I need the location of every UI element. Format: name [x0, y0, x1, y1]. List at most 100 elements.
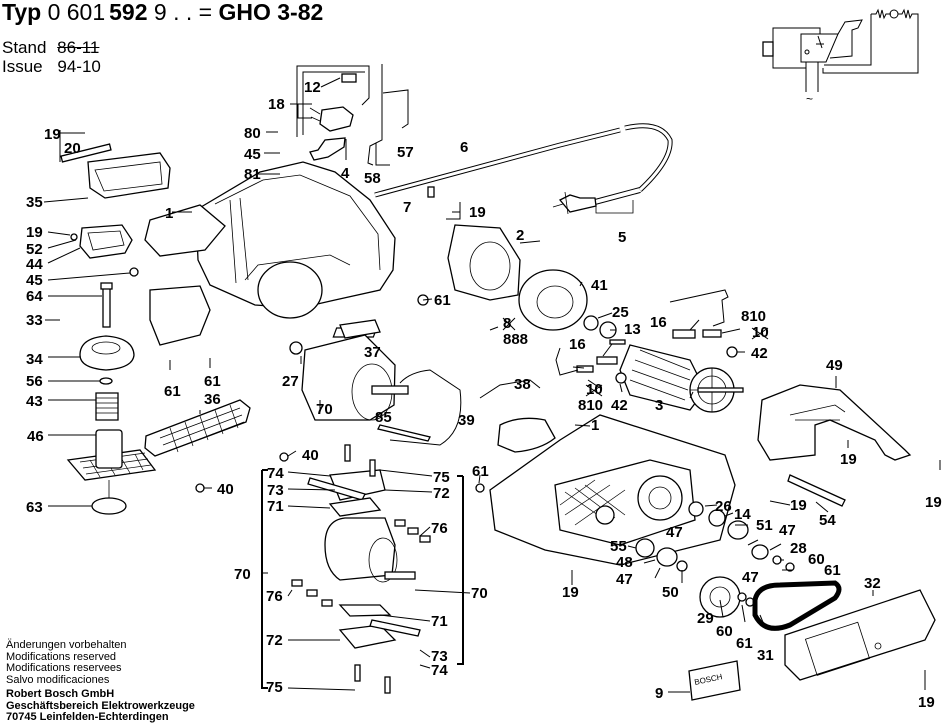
label-71: 71	[431, 613, 448, 630]
bearing-55	[635, 538, 655, 558]
brush-holder-16b	[596, 356, 618, 365]
label-44: 44	[26, 256, 43, 273]
foot-63	[91, 497, 127, 515]
clamp-71b	[338, 604, 392, 617]
spring-43	[95, 392, 119, 421]
depth-adjuster-body	[149, 285, 211, 346]
belt-31	[752, 580, 842, 631]
label-47: 47	[779, 522, 796, 539]
motor-parts	[332, 224, 617, 339]
set-screw-76b	[291, 579, 303, 587]
label-810: 810	[578, 397, 603, 414]
blade-74b	[369, 619, 421, 637]
plate-51	[727, 520, 749, 540]
label-47: 47	[616, 571, 633, 588]
screw-64	[102, 286, 111, 328]
handle-knob	[144, 204, 226, 257]
handle-parts	[60, 143, 171, 277]
label-74: 74	[267, 465, 284, 482]
side-handle-49	[757, 384, 912, 507]
screw-75a	[344, 444, 351, 462]
clamp-71a	[328, 497, 382, 517]
label-75-top: 75	[433, 469, 450, 486]
note-de: Änderungen vorbehalten	[6, 639, 127, 651]
label-61: 61	[434, 292, 451, 309]
label-36: 36	[204, 391, 221, 408]
label-63: 63	[26, 499, 43, 516]
stand-label: Stand	[2, 38, 47, 57]
label-16: 16	[569, 336, 586, 353]
cutter-drum-upper	[289, 334, 462, 446]
belt-and-cover: BOSCH	[688, 580, 936, 701]
note-es: Salvo modificaciones	[6, 674, 110, 687]
part-labels-extra: 75 72	[433, 469, 450, 502]
capacitor-12	[341, 73, 357, 83]
label-47: 47	[742, 569, 759, 586]
company-division: Geschäftsbereich Elektrowerkzeuge	[6, 699, 195, 712]
label-52: 52	[26, 241, 43, 258]
label-7: 7	[403, 199, 411, 216]
stand-value: 86-11	[57, 38, 100, 57]
label-81: 81	[244, 166, 261, 183]
part-number-suffix: 9 . . =	[153, 0, 213, 25]
screw-75b	[369, 459, 376, 477]
company-address: 70745 Leinfelden-Echterdingen	[6, 711, 169, 724]
label-2: 2	[516, 227, 524, 244]
label-42: 42	[751, 345, 768, 362]
label-28: 28	[790, 540, 807, 557]
label-35: 35	[26, 194, 43, 211]
hex-key-54	[787, 474, 846, 507]
label-75: 75	[266, 679, 283, 696]
wiring-schematic: ~	[762, 8, 919, 106]
main-housing-lower	[475, 414, 736, 566]
rail-85	[377, 424, 431, 442]
label-38: 38	[514, 376, 531, 393]
label-76: 76	[266, 588, 283, 605]
label-19: 19	[840, 451, 857, 468]
depth-adjustment	[66, 282, 157, 515]
wire-38	[479, 379, 541, 399]
label-61: 61	[204, 373, 221, 390]
blade-holder-72b	[338, 624, 397, 649]
note-en: Modifications reserved	[6, 650, 117, 663]
label-13: 13	[624, 321, 641, 338]
bearing-14	[708, 509, 726, 527]
part-number-prefix: 0 601	[47, 0, 106, 25]
issue-row: Issue 94-10	[2, 57, 101, 76]
brush-10b	[576, 365, 594, 373]
label-27: 27	[282, 373, 299, 390]
chip-guard-39	[389, 369, 462, 446]
label-70: 70	[471, 585, 488, 602]
cutter-block-detail	[195, 444, 464, 694]
spring-42b	[615, 372, 627, 384]
drum-70	[301, 334, 396, 421]
spring-42a	[726, 346, 738, 358]
label-64: 64	[26, 288, 43, 305]
label-73: 73	[267, 482, 284, 499]
label-76: 76	[431, 520, 448, 537]
sole-plate-36	[144, 399, 251, 457]
nut-61e	[785, 562, 795, 572]
label-19: 19	[925, 494, 942, 511]
label-70: 70	[234, 566, 251, 583]
label-43: 43	[26, 393, 43, 410]
stand-row: Stand 86-11	[2, 38, 99, 57]
set-screw-76a	[394, 519, 406, 527]
strike-10a	[751, 327, 769, 340]
label-19: 19	[26, 224, 43, 241]
label-3: 3	[655, 397, 663, 414]
pulley-28	[751, 544, 769, 560]
ac-symbol: ~	[806, 92, 813, 106]
label-18: 18	[268, 96, 285, 113]
label-50: 50	[662, 584, 679, 601]
label-42: 42	[611, 397, 628, 414]
label-4: 4	[341, 165, 350, 182]
ring-26	[688, 501, 704, 517]
label-19: 19	[790, 497, 807, 514]
label-85: 85	[375, 409, 392, 426]
spring-plate-37	[339, 319, 381, 339]
label-32: 32	[864, 575, 881, 592]
label-26: 26	[715, 498, 732, 515]
